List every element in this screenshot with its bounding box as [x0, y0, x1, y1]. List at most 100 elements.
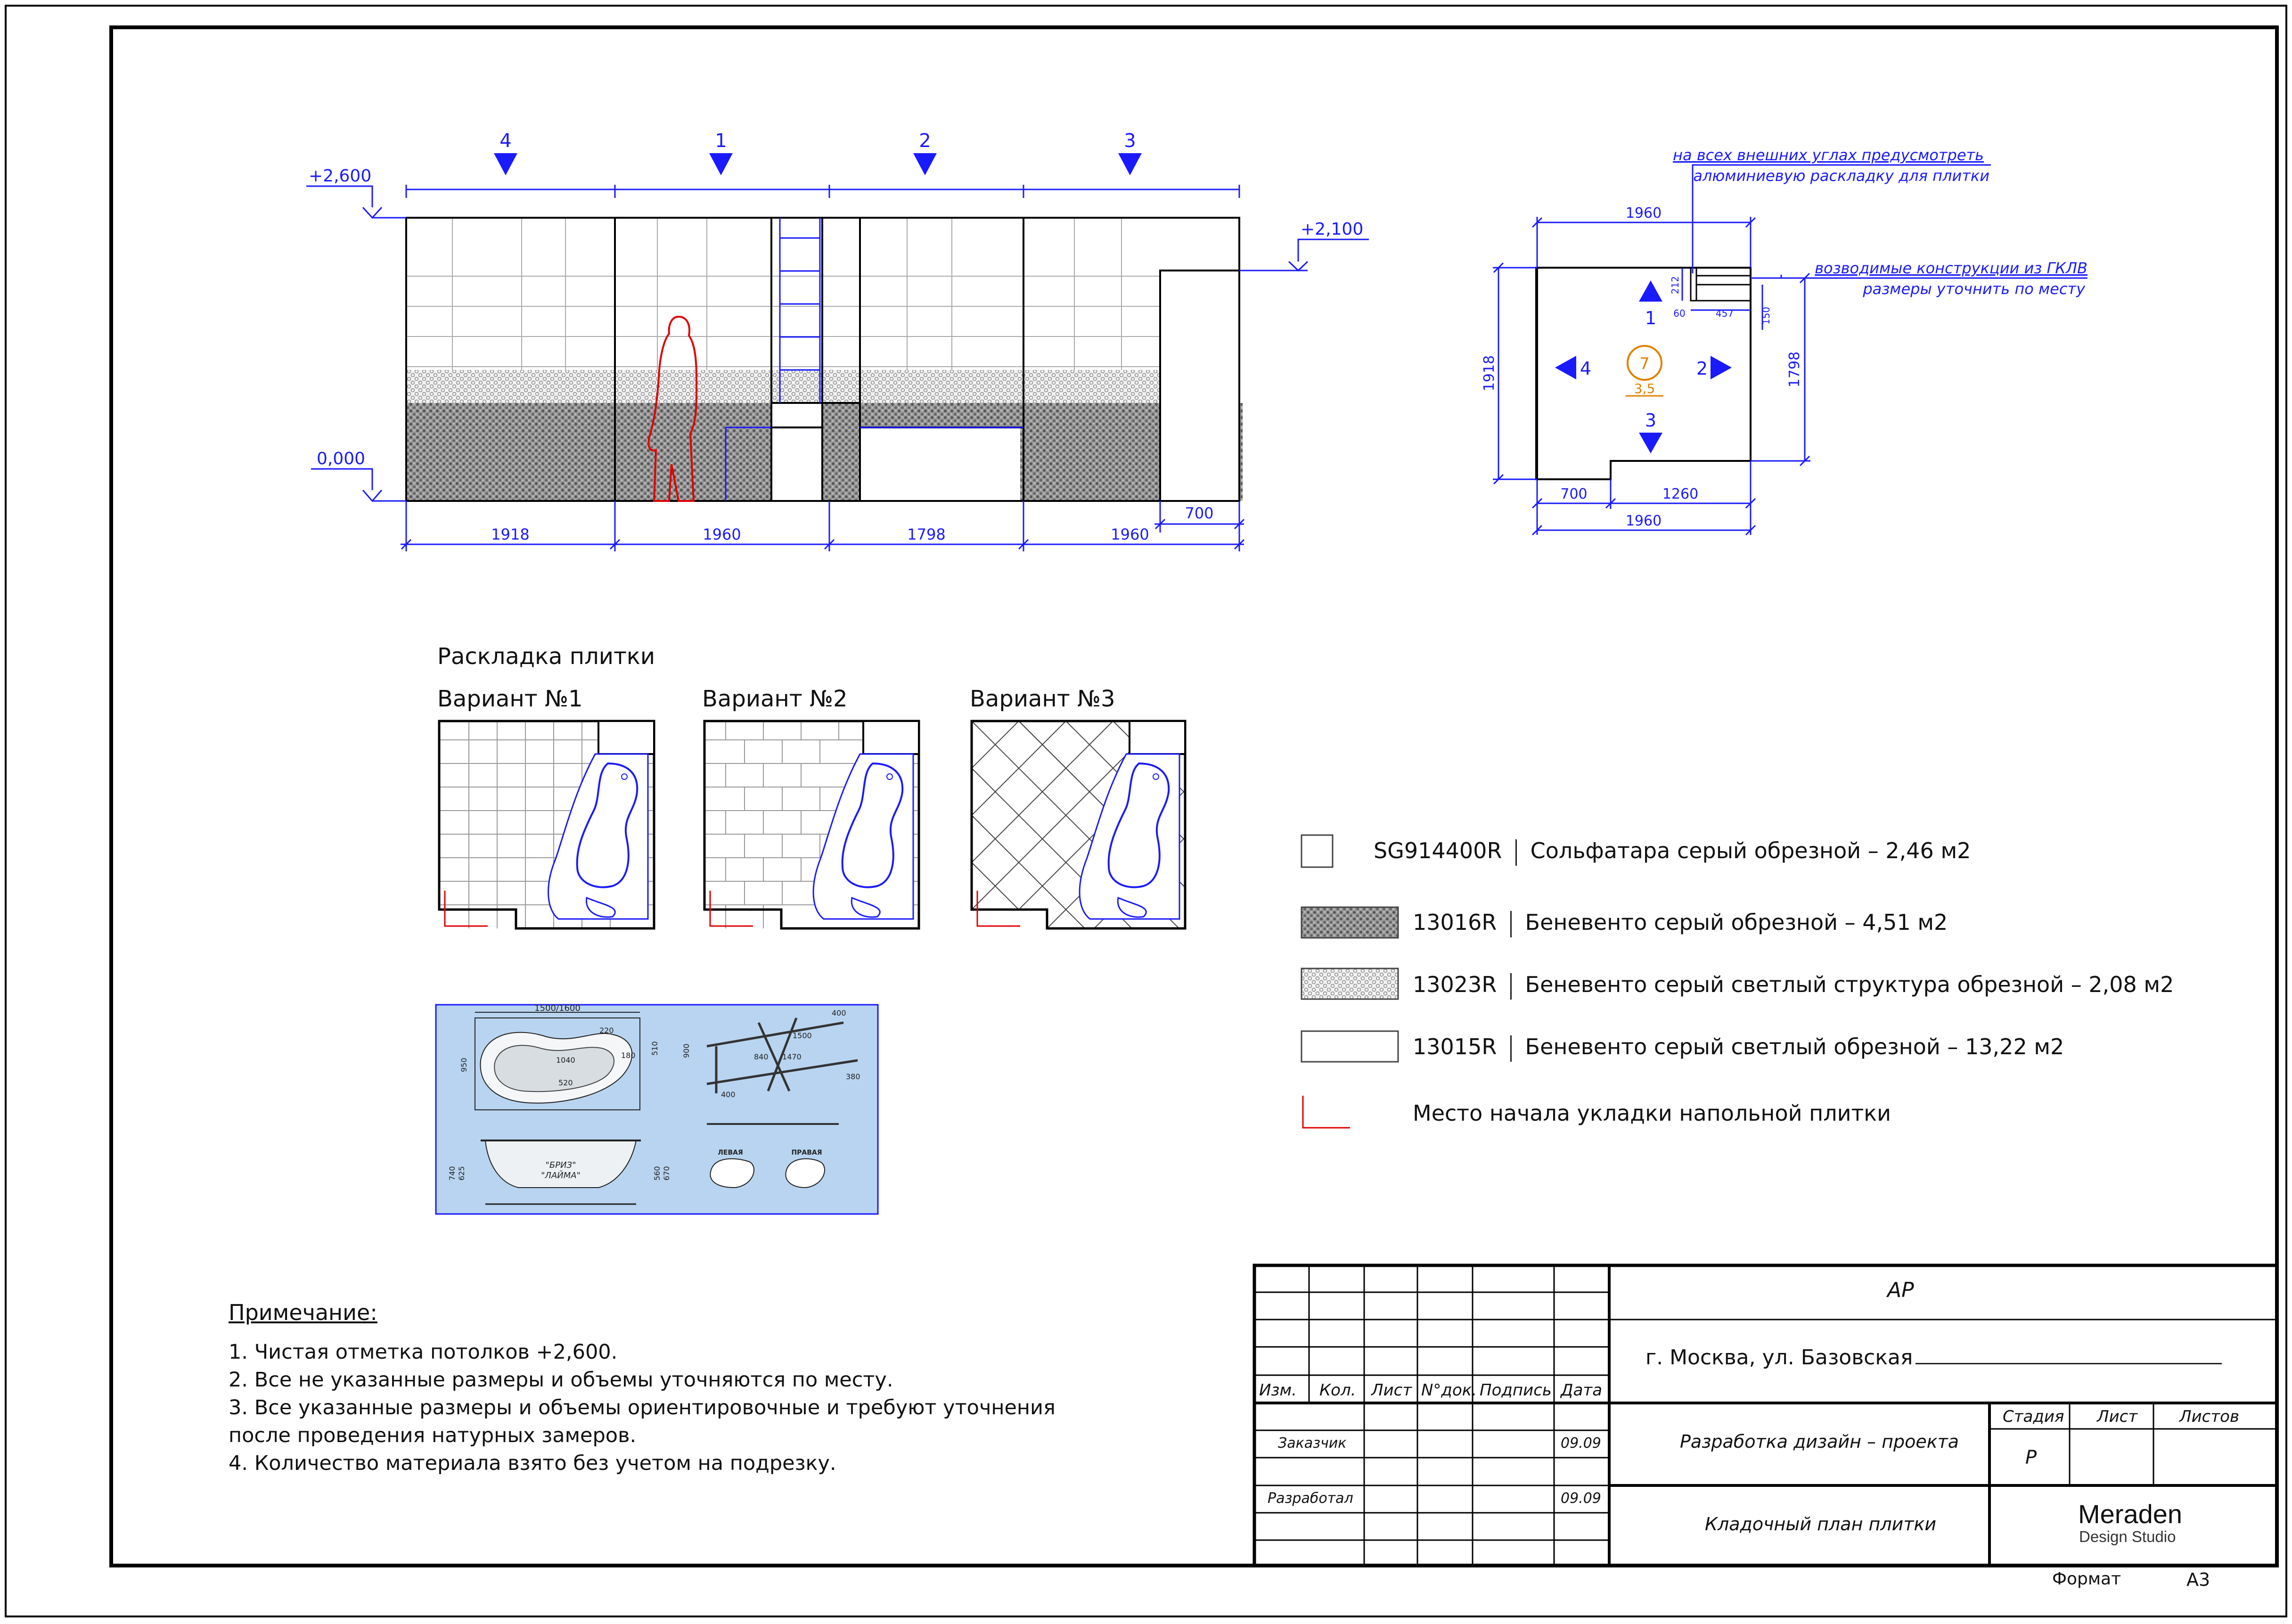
plan-dim-right: 1798: [1786, 352, 1803, 387]
plan-arrow-4-label: 4: [1580, 358, 1591, 379]
wall-marker-2-label: 2: [919, 130, 931, 152]
tub-side-740: 740: [448, 1166, 457, 1181]
plan-dim-bottom-b: 1260: [1662, 486, 1698, 502]
tb-project-name: Разработка дизайн – проекта: [1680, 1431, 1959, 1452]
variant-3-label: Вариант №3: [970, 686, 1115, 712]
note-line-5: 4. Количество материала взято без учетом…: [229, 1452, 836, 1475]
note-line-1: 1. Чистая отметка потолков +2,600.: [229, 1340, 618, 1364]
tb-sheet-label: Лист: [2097, 1407, 2138, 1426]
tub-dim-180: 180: [621, 1051, 636, 1060]
tub-dim-520: 520: [558, 1078, 573, 1087]
legend-text-1: Сольфатара серый обрезной – 2,46 м2: [1530, 838, 1971, 863]
gklv-note-line2: размеры уточнить по месту: [1862, 280, 2086, 298]
legend-separator-2: [1510, 910, 1512, 937]
legend: [1301, 834, 1399, 1129]
bathtub-spec-panel: 1500/1600 220 180 1040 520 510 950 400 1…: [435, 1003, 879, 1215]
variant-2-label: Вариант №2: [702, 686, 848, 712]
wall-marker-4-label: 4: [499, 130, 511, 152]
variant-3: [970, 720, 1187, 930]
legend-code-1: SG914400R: [1374, 838, 1502, 863]
notes-title: Примечание:: [229, 1300, 377, 1325]
plan-dim-457: 457: [1716, 308, 1734, 319]
company-sub: Design Studio: [2079, 1528, 2176, 1545]
frame-dim-900: 900: [682, 1043, 691, 1058]
tub-left-label: ЛЕВАЯ: [718, 1149, 743, 1156]
tb-header-izm: Изм.: [1259, 1381, 1297, 1400]
corner-note-line1: на всех внешних углах предусмотреть: [1673, 146, 1984, 164]
format-value: А3: [2186, 1569, 2210, 1590]
tub-model-2: "ЛАЙМА": [541, 1170, 581, 1181]
variant-1: [438, 720, 655, 930]
dim-700: 700: [1185, 504, 1213, 522]
wall-marker-2: [913, 153, 937, 175]
level-door-label: +2,100: [1301, 220, 1363, 239]
human-figure: [647, 315, 698, 502]
tub-side-670: 670: [662, 1166, 671, 1181]
tb-header-sign: Подпись: [1480, 1381, 1552, 1400]
dim-1960-a: 1960: [703, 525, 741, 543]
plan-arrow-1: [1639, 280, 1662, 302]
plan-dim-150: 150: [1760, 307, 1772, 325]
tb-address-text: г. Москва, ул. Базовская: [1645, 1345, 1913, 1370]
room-tag-circle: [1627, 345, 1662, 381]
legend-start-label: Место начала укладки напольной плитки: [1413, 1100, 1891, 1126]
tub-dim-1040: 1040: [556, 1056, 575, 1065]
legend-item-2: 13016R Беневенто серый обрезной – 4,51 м…: [1413, 910, 1948, 937]
plan-dim-top: 1960: [1626, 205, 1662, 221]
tub-top-dim: 1500/1600: [534, 1003, 581, 1013]
room-area: 3,5: [1634, 381, 1655, 396]
plan-dim-60: 60: [1673, 308, 1685, 319]
plan-dim-bottom-total: 1960: [1626, 513, 1662, 529]
plan-dim-bottom-a: 700: [1560, 486, 1587, 502]
start-mark-2: [709, 891, 753, 927]
note-line-2: 2. Все не указанные размеры и объемы уто…: [229, 1368, 893, 1392]
wall-end-blank: [1160, 271, 1239, 501]
frame-dim-1470: 1470: [782, 1052, 802, 1061]
tb-header-doc: N°док.: [1421, 1381, 1477, 1400]
start-mark-1: [444, 891, 488, 927]
tub-side-625: 625: [457, 1166, 466, 1181]
legend-separator-1: [1515, 839, 1517, 866]
tb-header-list: Лист: [1371, 1381, 1412, 1400]
tub-model-1: "БРИЗ": [546, 1160, 576, 1170]
legend-text-4: Беневенто серый светлый обрезной – 13,22…: [1525, 1034, 2064, 1059]
tub-dim-220: 220: [599, 1026, 614, 1035]
wall-marker-3: [1118, 153, 1142, 175]
legend-swatch-4: [1301, 1030, 1399, 1063]
level-door-leader: [1297, 238, 1369, 262]
tb-customer-label: Заказчик: [1278, 1435, 1347, 1452]
legend-swatch-1: [1301, 834, 1334, 868]
level-floor-leader: [311, 468, 373, 490]
plan-arrow-3-label: 3: [1645, 410, 1656, 431]
tb-address: г. Москва, ул. Базовская: [1645, 1345, 2222, 1370]
plan-dim-left: 1918: [1481, 355, 1498, 391]
plan-arrow-2: [1711, 356, 1732, 379]
variant-1-label: Вариант №1: [437, 686, 583, 712]
wall-marker-4: [494, 153, 517, 175]
tb-stage-value: Р: [2025, 1447, 2037, 1468]
wall-marker-3-label: 3: [1124, 130, 1136, 152]
tb-header-kol: Кол.: [1319, 1381, 1356, 1400]
legend-code-2: 13016R: [1413, 910, 1497, 935]
tb-address-underline: [1915, 1347, 2222, 1364]
opening-right: [860, 427, 1020, 501]
plan-dim-212: 212: [1670, 276, 1681, 294]
tb-sheet-name: Кладочный план плитки: [1705, 1514, 1937, 1534]
mosaic-dark-band: [406, 403, 1243, 501]
legend-item-3: 13023R Беневенто серый светлый структура…: [1413, 972, 2174, 1000]
tb-code: АР: [1887, 1278, 1914, 1302]
inner-frame: [109, 25, 2279, 1567]
tb-developer-date: 09.09: [1561, 1490, 1601, 1507]
frame-dim-1500: 1500: [793, 1031, 812, 1040]
legend-swatch-2: [1301, 906, 1399, 939]
wall-elevation: 4 1 2 3 +2,600 +2,100 0,000: [306, 130, 1369, 551]
frame-dim-380: 380: [846, 1072, 860, 1081]
outer-border: [5, 5, 2287, 1617]
mosaic-light-band: [406, 370, 1160, 403]
dim-1798: 1798: [907, 525, 945, 543]
gklv-niche: [1690, 267, 1752, 302]
level-top-leader: [306, 185, 373, 207]
legend-item-4: 13015R Беневенто серый светлый обрезной …: [1413, 1034, 2064, 1062]
dim-1960-b: 1960: [1111, 525, 1149, 543]
tb-sheets-label: Листов: [2179, 1407, 2240, 1426]
